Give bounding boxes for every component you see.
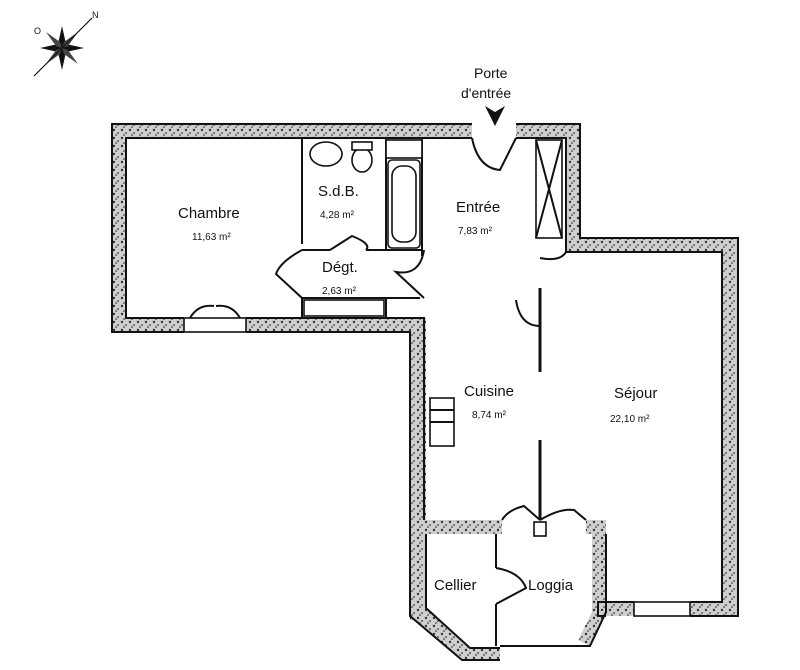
windows — [183, 139, 691, 617]
room-area-sdb: 4,28 m² — [320, 210, 355, 221]
room-name-degt: Dégt. — [322, 259, 358, 276]
wall-outlines — [111, 123, 739, 661]
entrance-arrow-icon — [485, 106, 505, 126]
toilet-icon — [351, 147, 373, 173]
room-area-sejour: 22,10 m² — [610, 414, 650, 425]
entrance-label-line2: d'entrée — [461, 85, 511, 101]
fixtures — [303, 139, 547, 537]
door-swings — [274, 137, 587, 605]
entrance-marker: Porte d'entrée — [461, 65, 511, 126]
room-name-sdb: S.d.B. — [318, 183, 359, 200]
room-name-sejour: Séjour — [614, 385, 657, 402]
room-name-cuisine: Cuisine — [464, 383, 514, 400]
compass-north-label: N — [92, 10, 99, 20]
room-name-cellier: Cellier — [434, 577, 477, 594]
compass-west-label: O — [34, 26, 41, 36]
room-area-entree: 7,83 m² — [458, 226, 493, 237]
room-area-cuisine: 8,74 m² — [472, 410, 507, 421]
sink-icon — [309, 141, 343, 167]
exterior-walls — [112, 124, 738, 660]
interior-walls — [301, 138, 542, 646]
compass-rose-icon: N O — [33, 10, 99, 77]
room-labels: Chambre 11,63 m² S.d.B. 4,28 m² Entrée 7… — [178, 183, 657, 594]
room-name-chambre: Chambre — [178, 205, 240, 222]
room-area-degt: 2,63 m² — [322, 286, 357, 297]
room-name-loggia: Loggia — [528, 577, 574, 594]
entrance-label-line1: Porte — [474, 65, 508, 81]
room-area-chambre: 11,63 m² — [192, 232, 231, 243]
room-name-entree: Entrée — [456, 199, 500, 216]
